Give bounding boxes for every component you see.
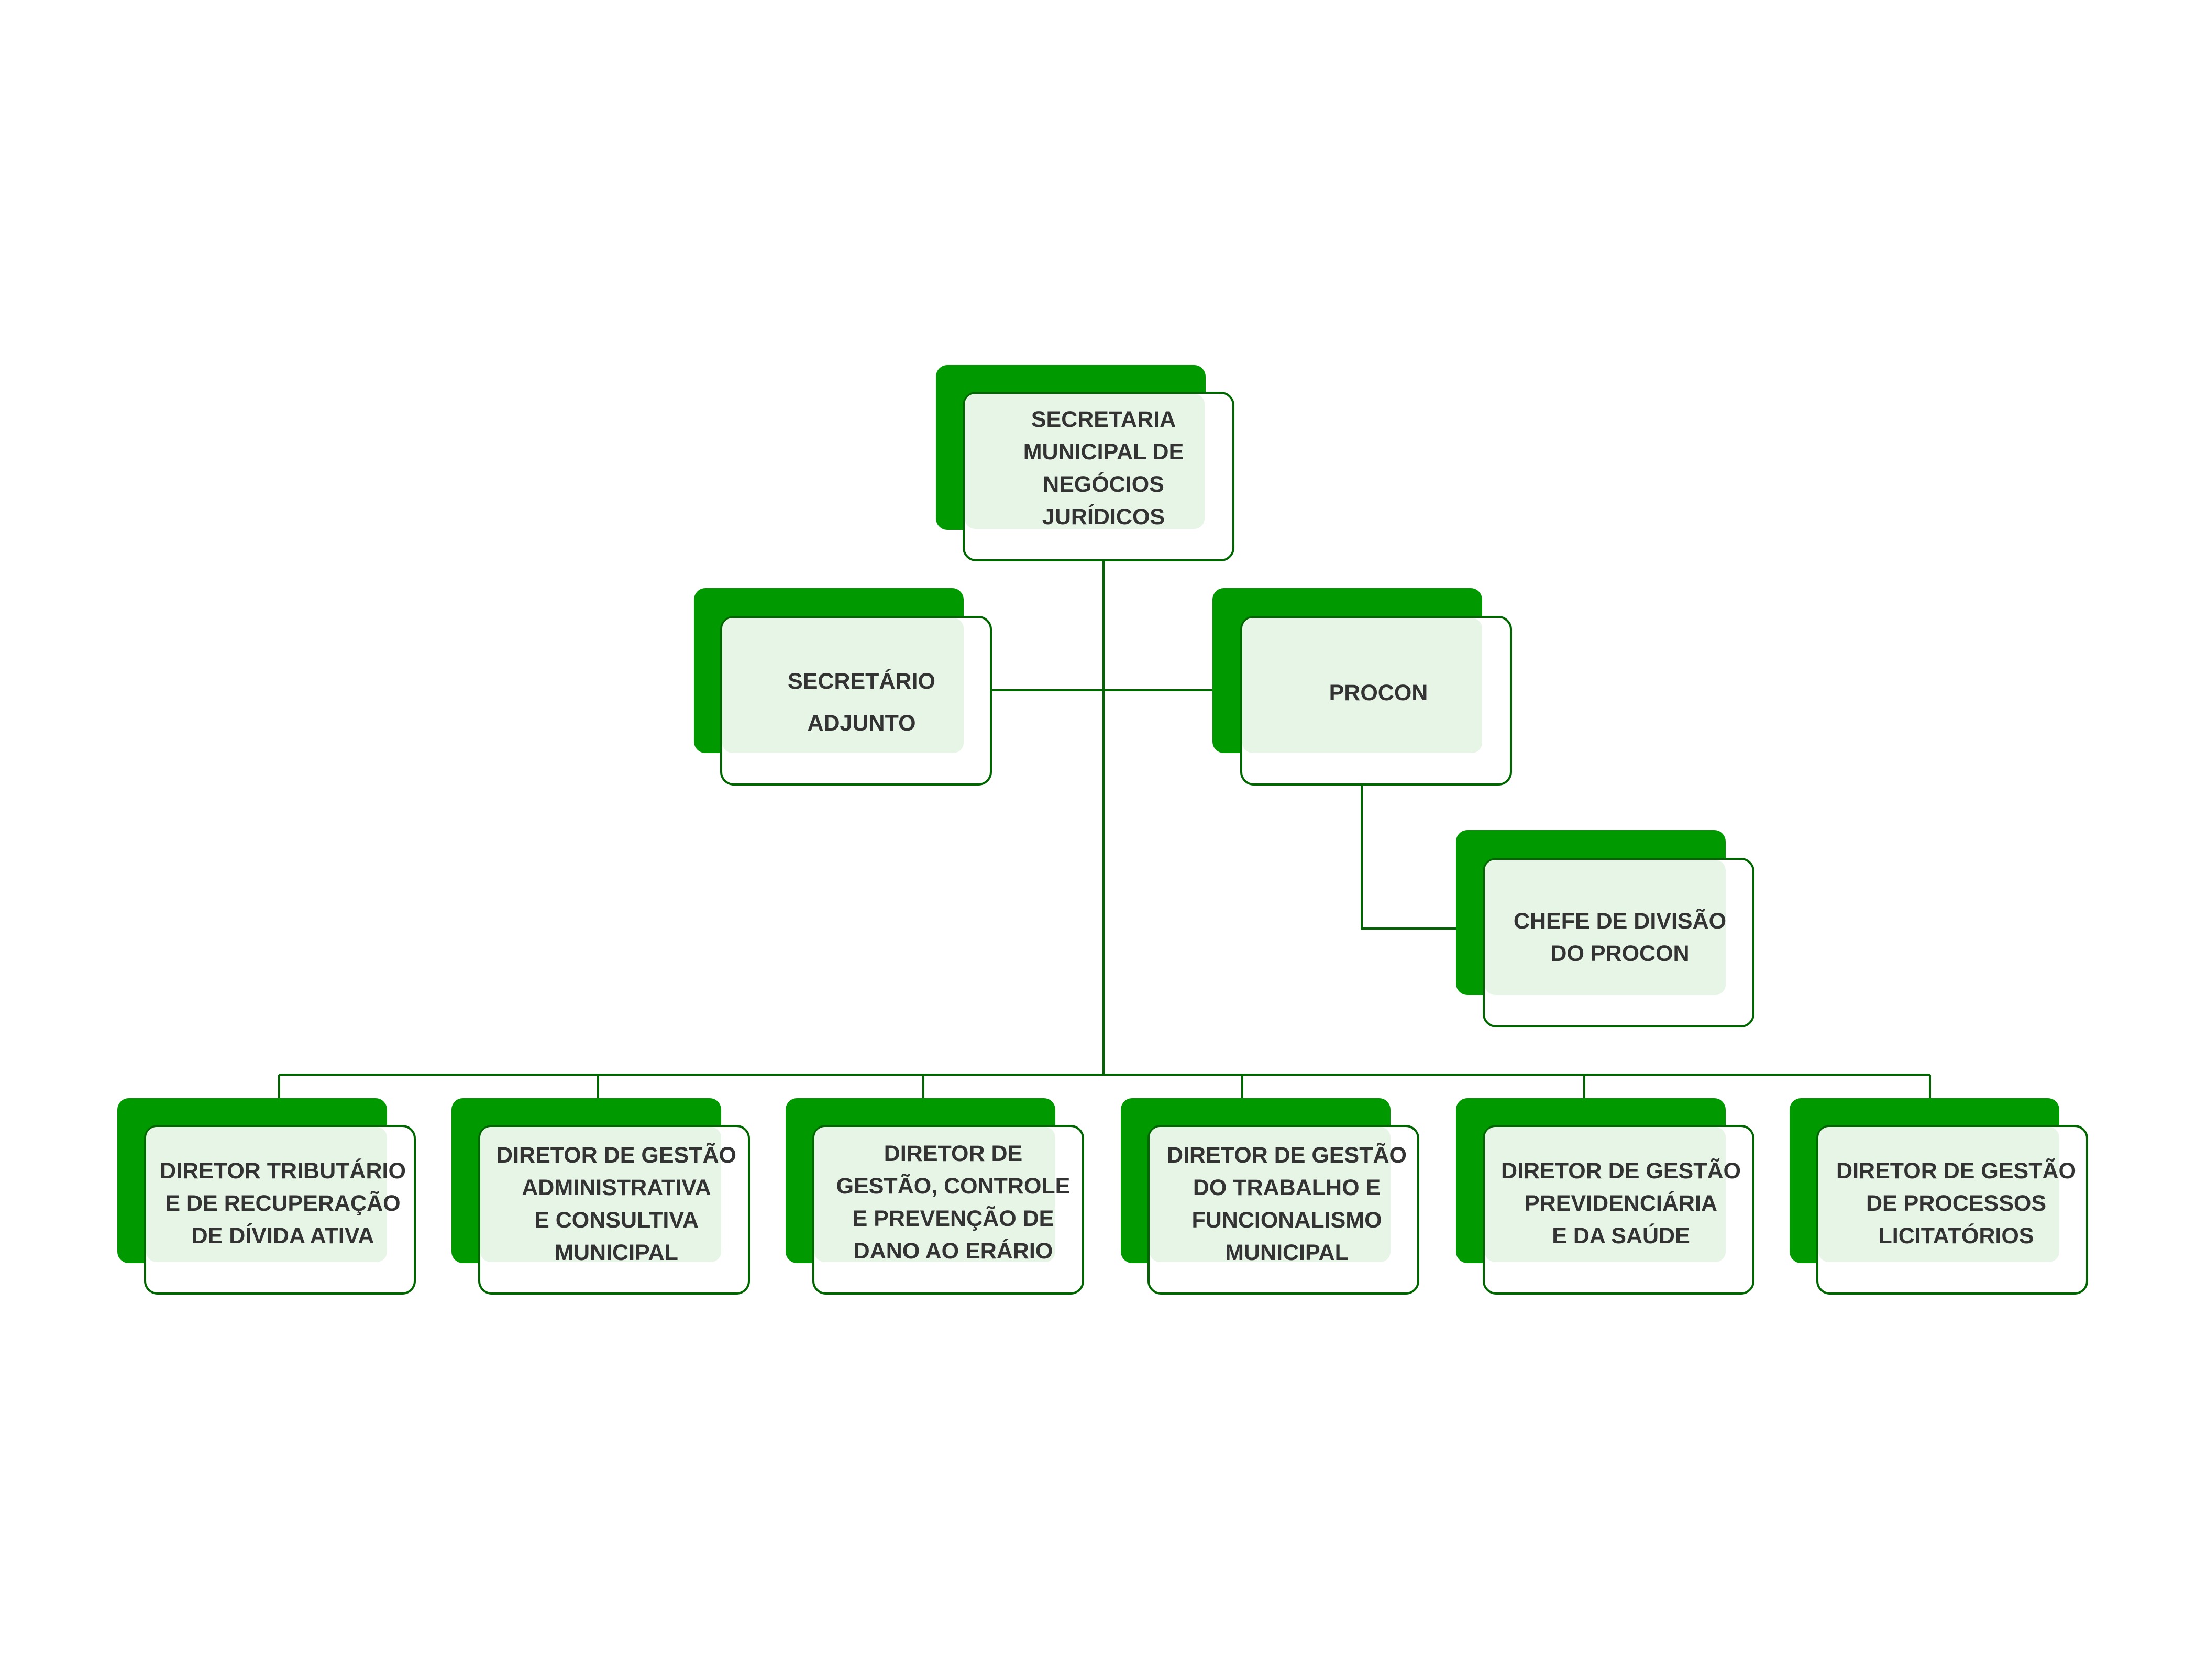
node-label-line: MUNICIPAL: [1225, 1240, 1349, 1265]
node-tint: [1485, 860, 1726, 995]
node-label-line: E PREVENÇÃO DE: [853, 1206, 1054, 1231]
node-label-line: DE DÍVIDA ATIVA: [192, 1223, 374, 1248]
node-tint: [1150, 1127, 1391, 1262]
node-tint: [1485, 1127, 1726, 1262]
node-label-line: DANO AO ERÁRIO: [854, 1239, 1053, 1264]
node-label-line: SECRETARIA: [1031, 407, 1176, 432]
node-tint: [146, 1127, 387, 1262]
node-tint: [965, 394, 1205, 529]
node-tint: [480, 1127, 721, 1262]
node-label-line: DO TRABALHO E: [1193, 1175, 1381, 1200]
node-label-line: FUNCIONALISMO: [1191, 1208, 1382, 1233]
node-tint: [1242, 618, 1482, 753]
node-label-line: DE PROCESSOS: [1866, 1191, 2046, 1216]
node-label-line: DIRETOR DE GESTÃO: [496, 1143, 736, 1168]
node-label-line: DIRETOR DE GESTÃO: [1836, 1158, 2076, 1184]
node-label-line: ADJUNTO: [807, 711, 915, 736]
node-tint: [722, 618, 964, 753]
node-label-line: DIRETOR DE: [884, 1141, 1022, 1166]
node-diretor-controle[interactable]: DIRETOR DE GESTÃO, CONTROLE E PREVENÇÃO DE…: [786, 1098, 1084, 1295]
node-label-line: DIRETOR TRIBUTÁRIO: [160, 1158, 406, 1184]
node-diretor-administrativa[interactable]: DIRETOR DE GESTÃO ADMINISTRATIVA E CONSULT…: [451, 1098, 750, 1295]
node-label-line: ADMINISTRATIVA: [522, 1175, 711, 1200]
node-diretor-licitatorios[interactable]: DIRETOR DE GESTÃO DE PROCESSOS LICITATÓRIO…: [1790, 1098, 2088, 1295]
node-label-line: MUNICIPAL DE: [1023, 439, 1184, 465]
node-tint: [1818, 1127, 2059, 1262]
node-label-line: PROCON: [1329, 680, 1428, 705]
node-label-line: NEGÓCIOS: [1043, 471, 1164, 497]
node-procon[interactable]: PROCON: [1212, 588, 1512, 786]
node-chefe-procon[interactable]: CHEFE DE DIVISÃO DO PROCON: [1456, 830, 1754, 1027]
node-secretario-adjunto[interactable]: SECRETÁRIO ADJUNTO: [694, 588, 992, 786]
connector-procon-chefe: [1361, 783, 1487, 930]
node-label-line: LICITATÓRIOS: [1879, 1223, 2034, 1248]
node-label-line: SECRETÁRIO: [788, 669, 935, 694]
node-label-line: DIRETOR DE GESTÃO: [1167, 1143, 1407, 1168]
node-label-line: GESTÃO, CONTROLE: [836, 1174, 1071, 1199]
node-secretaria[interactable]: SECRETARIA MUNICIPAL DE NEGÓCIOS JURÍDICOS: [936, 365, 1234, 561]
node-tint: [814, 1127, 1055, 1262]
node-label-line: E DE RECUPERAÇÃO: [165, 1191, 400, 1216]
node-label-line: DIRETOR DE GESTÃO: [1501, 1158, 1741, 1184]
node-diretor-trabalho[interactable]: DIRETOR DE GESTÃO DO TRABALHO E FUNCIONALI…: [1121, 1098, 1419, 1295]
node-label-line: E CONSULTIVA: [534, 1208, 699, 1233]
node-label-line: E DA SAÚDE: [1552, 1223, 1690, 1248]
node-label-line: CHEFE DE DIVISÃO: [1514, 909, 1726, 934]
node-label-line: MUNICIPAL: [555, 1240, 678, 1265]
node-diretor-tributario[interactable]: DIRETOR TRIBUTÁRIO E DE RECUPERAÇÃO DE DÍV…: [117, 1098, 416, 1295]
node-diretor-previdenciaria[interactable]: DIRETOR DE GESTÃO PREVIDENCIÁRIA E DA SAÚD…: [1456, 1098, 1754, 1295]
node-label-line: JURÍDICOS: [1042, 504, 1165, 529]
connector-lines: [278, 560, 1931, 1098]
node-label-line: DO PROCON: [1550, 941, 1689, 966]
node-label-line: PREVIDENCIÁRIA: [1525, 1191, 1717, 1216]
